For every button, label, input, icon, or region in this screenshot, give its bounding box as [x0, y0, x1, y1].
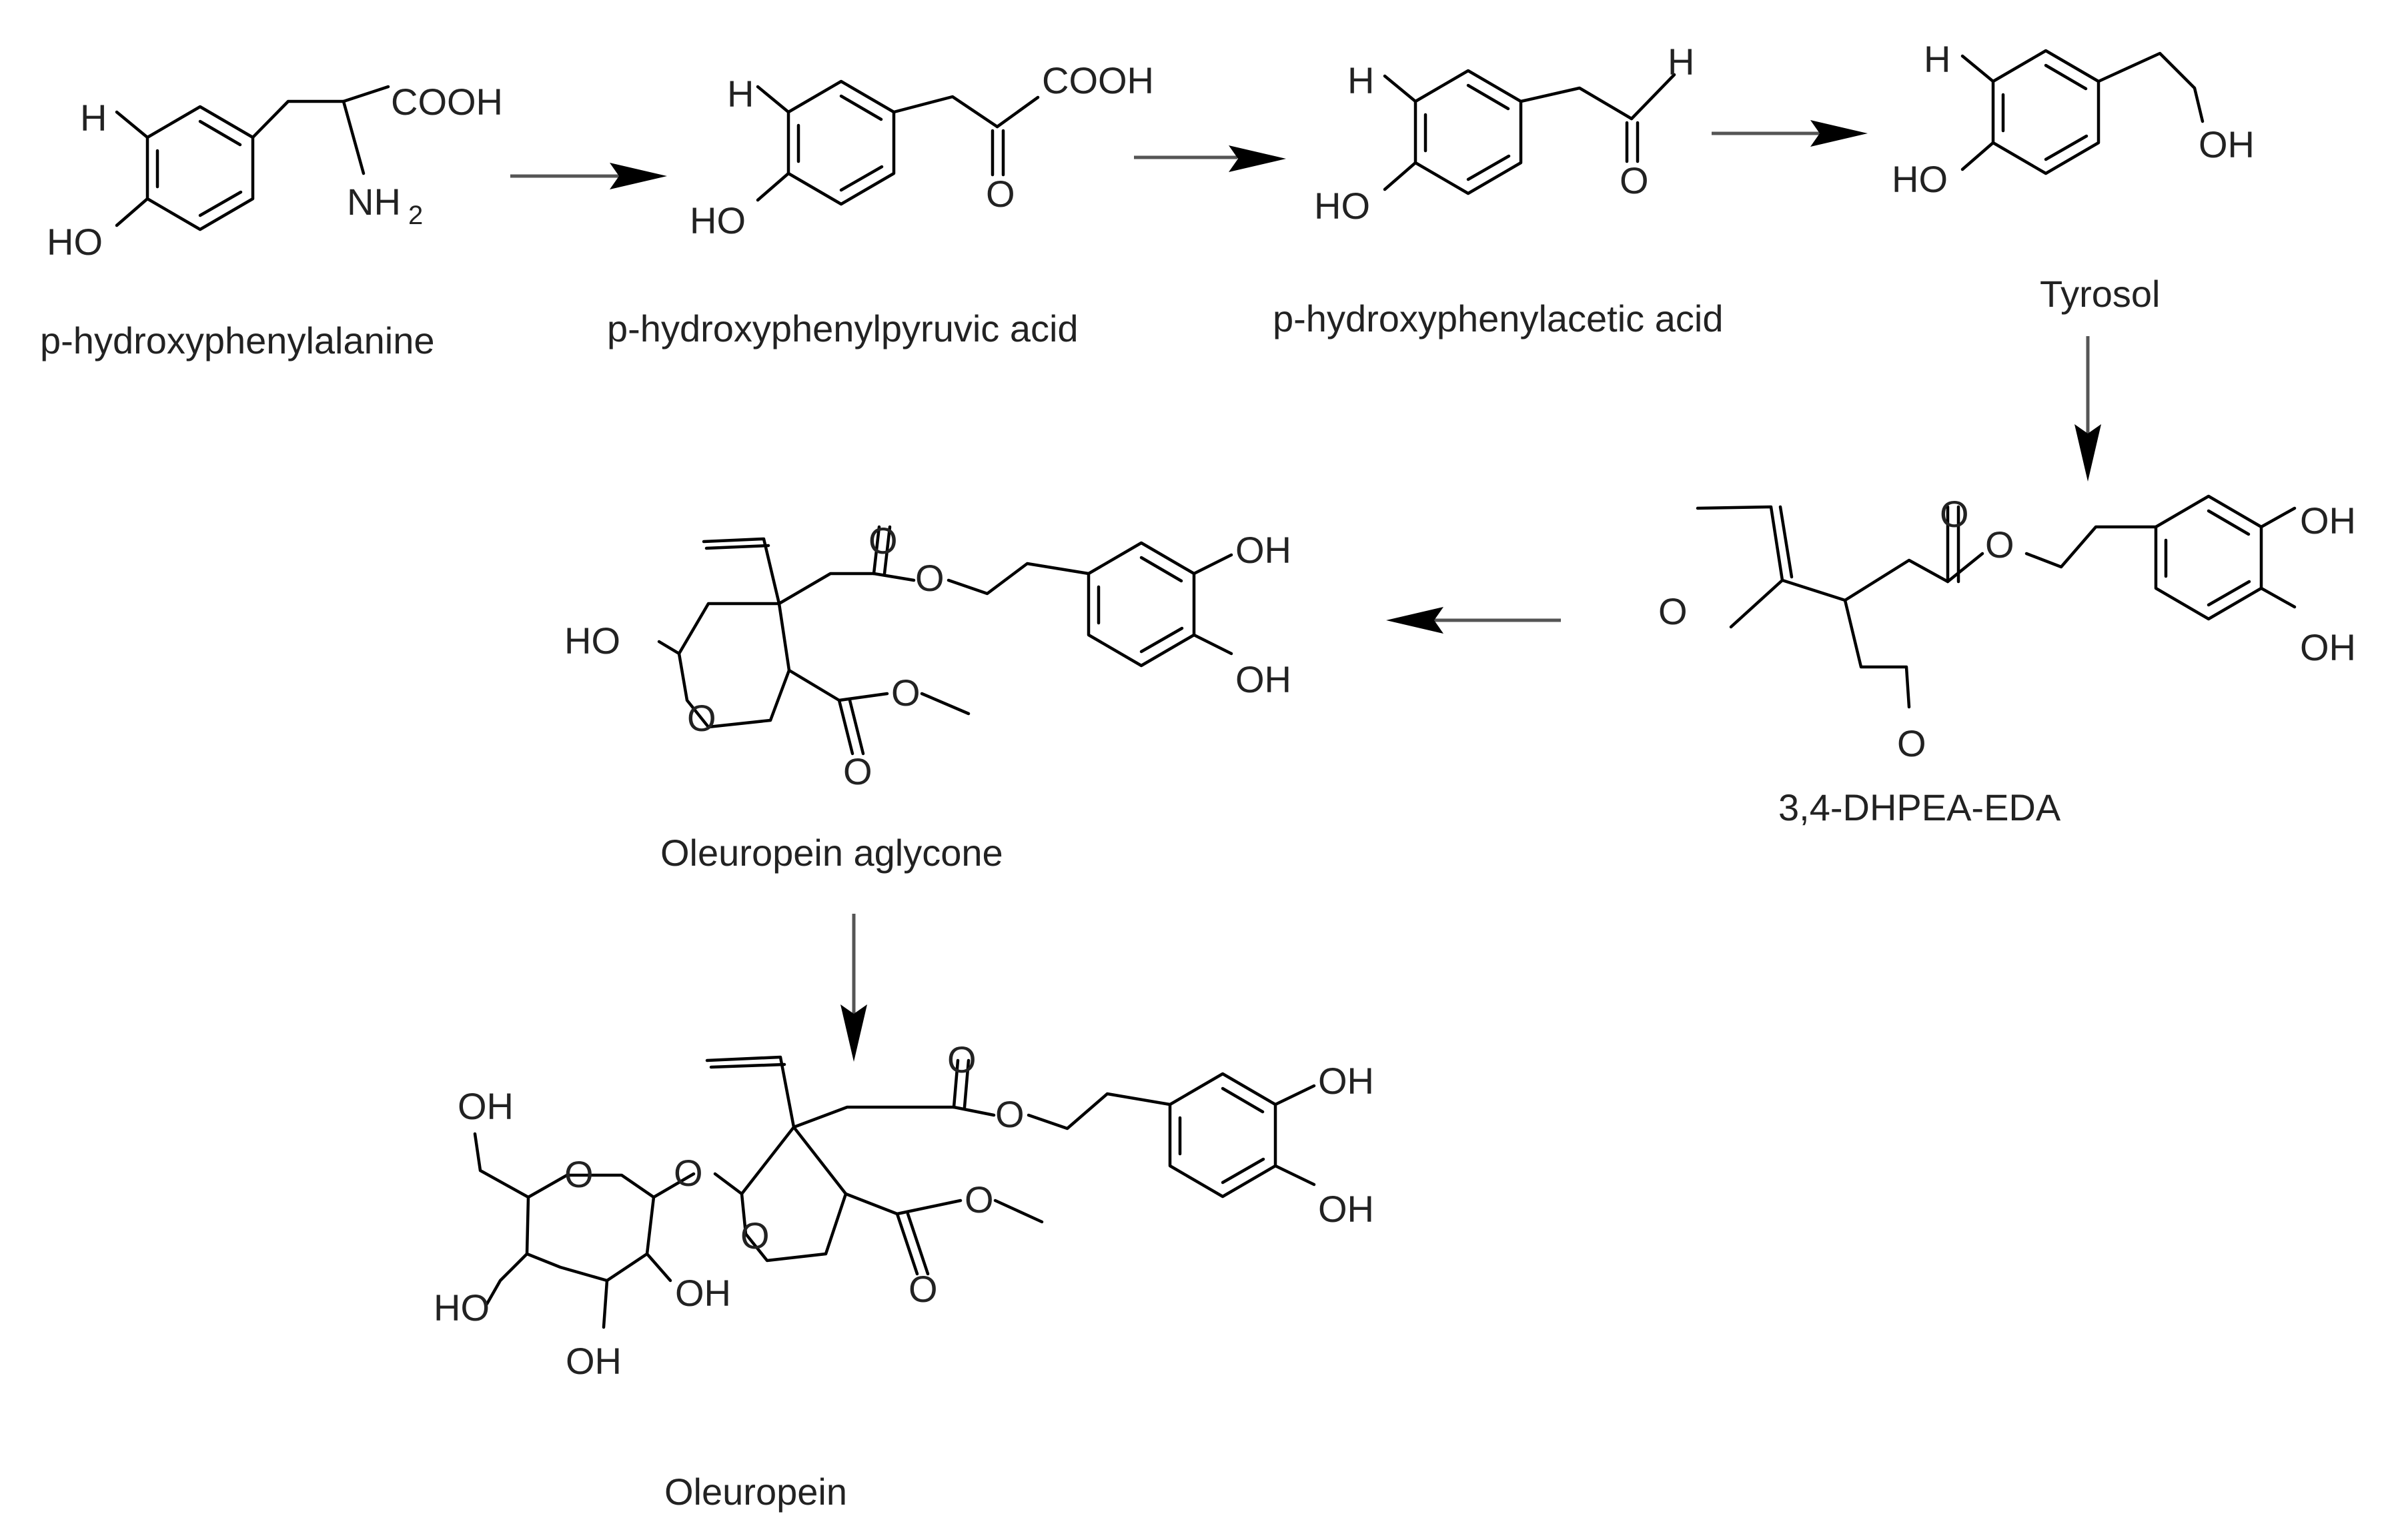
oh-group-label: OH — [458, 1085, 514, 1127]
oh-group-label: OH — [1235, 529, 1291, 571]
ester-oxygen-label: O — [1985, 524, 2014, 566]
carbonyl-oxygen-label: O — [909, 1268, 938, 1310]
compound-name-1: p-hydroxyphenylalanine — [40, 319, 435, 361]
oh-group-label: OH — [2300, 626, 2356, 668]
ring-oxygen-label: O — [564, 1153, 594, 1195]
ester-carbonyl-oxygen-label: O — [947, 1038, 977, 1080]
reaction-arrow-1 — [510, 163, 667, 189]
ho-group-label: HO — [690, 199, 746, 241]
compound-name-6: Oleuropein aglycone — [660, 832, 1003, 874]
ho-group-label: HO — [1314, 185, 1370, 227]
h-atom-label: H — [727, 73, 754, 115]
ho-group-label: HO — [1892, 158, 1948, 200]
oh-group-label: OH — [1318, 1060, 1374, 1102]
cooh-group-label: COOH — [391, 81, 503, 123]
methoxy-oxygen-label: O — [965, 1179, 994, 1221]
ring-oxygen-label: O — [740, 1215, 770, 1257]
oh-group-label: OH — [2300, 500, 2356, 542]
nh2-subscript: 2 — [408, 201, 423, 230]
glycosidic-oxygen-label: O — [674, 1152, 703, 1194]
oh-group-label: OH — [2199, 123, 2255, 165]
compound-name-3: p-hydroxyphenylacetic acid — [1273, 297, 1723, 339]
nh-group-label: NH — [347, 181, 401, 223]
compound-name-4: Tyrosol — [2040, 273, 2161, 315]
structure-oleuropein-aglycone: HO O O O O O OH OH — [564, 520, 1291, 792]
ho-group-label: HO — [434, 1287, 490, 1329]
h-atom-label: H — [1347, 59, 1374, 101]
ho-group-label: HO — [564, 620, 620, 662]
compound-name-7: Oleuropein — [664, 1471, 847, 1513]
oh-group-label: OH — [675, 1272, 731, 1314]
aldehyde-h-label: H — [1668, 41, 1694, 83]
ester-carbonyl-oxygen-label: O — [868, 520, 898, 562]
ester-oxygen-label: O — [995, 1093, 1025, 1135]
h-atom-label: H — [80, 97, 107, 139]
oh-group-label: OH — [1318, 1188, 1374, 1230]
structure-3-4-dhpea-eda: O O O O OH OH — [1658, 493, 2356, 764]
structure-oleuropein: OH O O O HO OH OH O O O O OH OH — [434, 1038, 1374, 1382]
oh-group-label: OH — [1235, 658, 1291, 700]
structure-p-hydroxyphenylalanine: H HO COOH NH 2 — [47, 81, 503, 263]
ester-carbonyl-oxygen-label: O — [1940, 493, 1969, 535]
aldehyde-oxygen-label: O — [1620, 159, 1649, 201]
structure-tyrosol: H HO OH — [1892, 38, 2255, 200]
aldehyde-oxygen-label: O — [1897, 722, 1926, 764]
structure-p-hydroxyphenylpyruvic-acid: H HO COOH O — [690, 59, 1154, 241]
reaction-arrow-6 — [840, 914, 867, 1062]
ring-oxygen-label: O — [687, 697, 716, 739]
structure-p-hydroxyphenylacetic-acid: H HO H O — [1314, 41, 1694, 227]
methoxy-oxygen-label: O — [891, 672, 921, 714]
compound-name-2: p-hydroxyphenylpyruvic acid — [607, 307, 1079, 349]
reaction-arrow-2 — [1134, 145, 1286, 172]
aldehyde-oxygen-label: O — [1658, 590, 1688, 632]
carbonyl-oxygen-label: O — [843, 750, 872, 792]
oh-group-label: OH — [566, 1340, 622, 1382]
cooh-group-label: COOH — [1042, 59, 1154, 101]
ketone-oxygen-label: O — [986, 173, 1015, 215]
compound-name-5: 3,4-DHPEA-EDA — [1778, 786, 2061, 828]
reaction-arrow-4 — [2074, 336, 2101, 482]
ho-group-label: HO — [47, 221, 103, 263]
h-atom-label: H — [1924, 38, 1950, 80]
reaction-arrow-3 — [1712, 120, 1868, 147]
ester-oxygen-label: O — [915, 557, 945, 599]
reaction-arrow-5 — [1386, 607, 1561, 634]
